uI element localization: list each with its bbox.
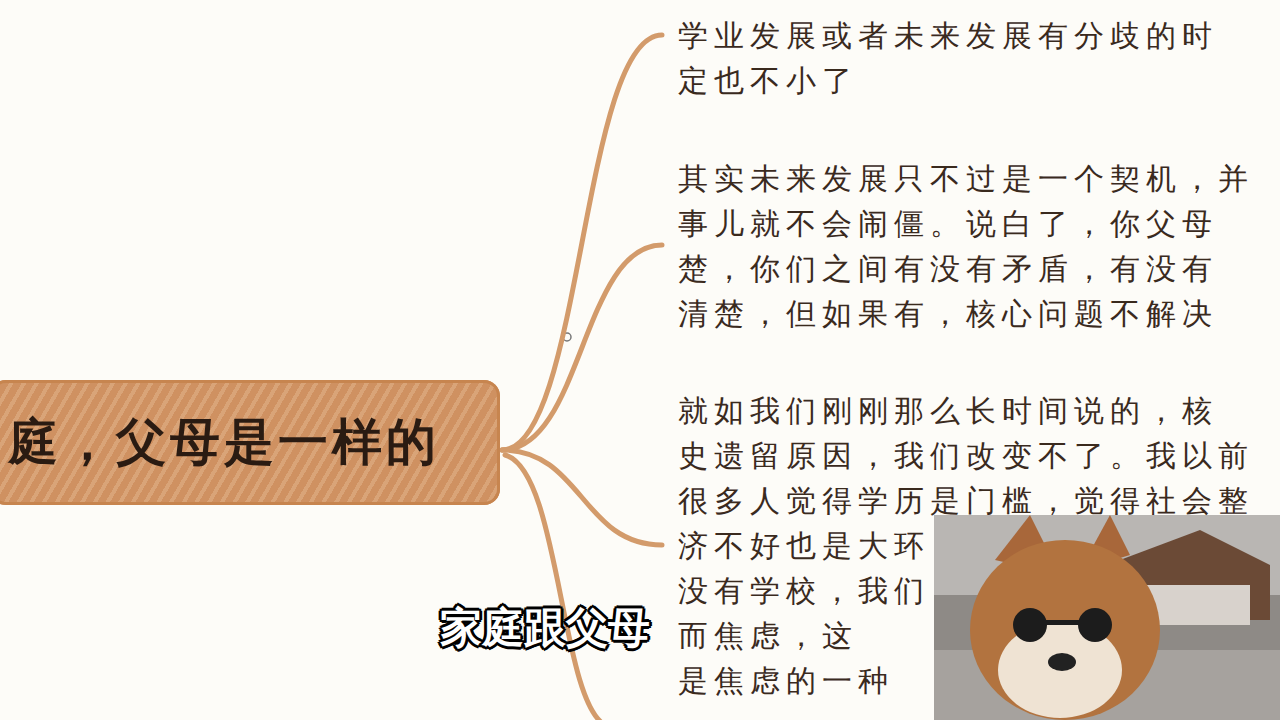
- branch-note: 其实未来发展只不过是一个契机，并 事儿就不会闹僵。说白了，你父母 楚，你们之间有…: [678, 156, 1280, 336]
- note-text: 就如我们刚刚那么长时间说的，核 史遗留原因，我们改变不了。我以前 很多人觉得学历…: [678, 388, 1280, 703]
- subtitle-text: 家庭跟父母: [440, 600, 650, 656]
- topic-box: 庭，父母是一样的: [0, 380, 500, 505]
- topic-text: 庭，父母是一样的: [8, 409, 440, 476]
- branch-line: [502, 450, 662, 545]
- note-text: 其实未来发展只不过是一个契机，并 事儿就不会闹僵。说白了，你父母 楚，你们之间有…: [678, 156, 1280, 336]
- branch-note: 就如我们刚刚那么长时间说的，核 史遗留原因，我们改变不了。我以前 很多人觉得学历…: [678, 388, 1280, 703]
- branch-note: 学业发展或者未来发展有分歧的时 定也不小了: [678, 13, 1280, 103]
- branch-line: [505, 455, 605, 720]
- dog-overlay: [934, 515, 1280, 720]
- note-text: 学业发展或者未来发展有分歧的时 定也不小了: [678, 13, 1280, 103]
- branch-line: [502, 245, 662, 450]
- branch-line: [502, 35, 662, 450]
